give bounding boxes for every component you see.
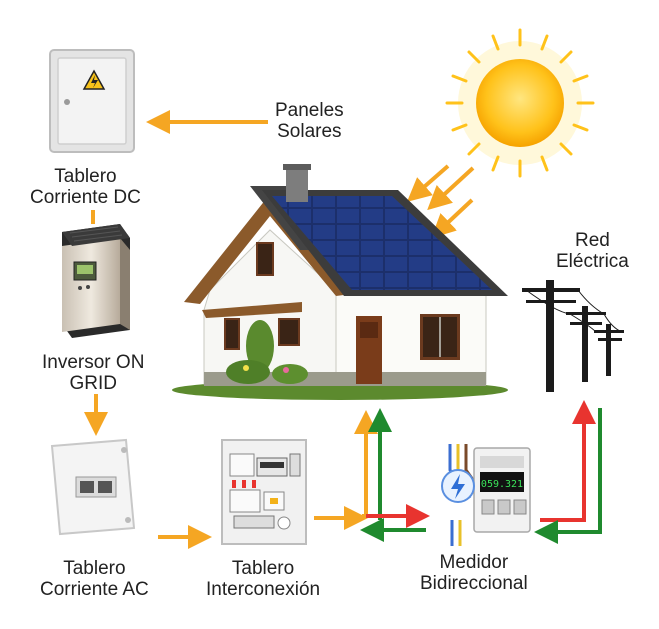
sun-icon	[445, 28, 595, 178]
label-grid: Red Eléctrica	[556, 230, 629, 272]
dc-board-cabinet	[49, 49, 135, 153]
utility-pole-icon	[522, 280, 624, 392]
ac-board-cabinet	[50, 438, 136, 536]
label-inverter: Inversor ON GRID	[42, 352, 145, 394]
inverter-device	[62, 224, 130, 338]
label-bidirectional-meter: Medidor Bidireccional	[420, 552, 528, 594]
label-dc-board: Tablero Corriente DC	[30, 166, 141, 208]
meter-display: 059.321	[481, 479, 523, 490]
bidirectional-meter: 059.321	[441, 444, 531, 546]
sun-ray-arrows	[406, 164, 475, 239]
label-ac-board: Tablero Corriente AC	[40, 558, 149, 600]
high-voltage-warning-icon	[82, 69, 106, 90]
lightning-meter-icon	[441, 469, 475, 503]
house-icon	[172, 164, 508, 400]
flow-house-meter	[354, 408, 430, 542]
flow-meter-grid	[534, 400, 602, 544]
label-solar-panels: Paneles Solares	[275, 100, 344, 142]
interconnection-board	[221, 439, 307, 545]
label-interconnection-board: Tablero Interconexión	[206, 558, 321, 600]
